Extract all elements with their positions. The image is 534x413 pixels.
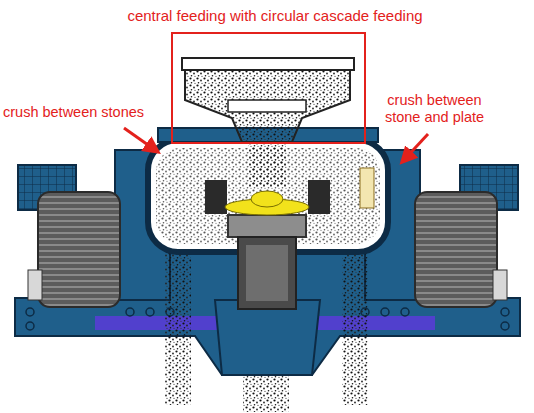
callout-label: central feeding with circular cascade fe… (8, 7, 534, 24)
callout-label: crush between stone and plate (372, 92, 497, 125)
callout-label: crush between stones (3, 104, 163, 121)
